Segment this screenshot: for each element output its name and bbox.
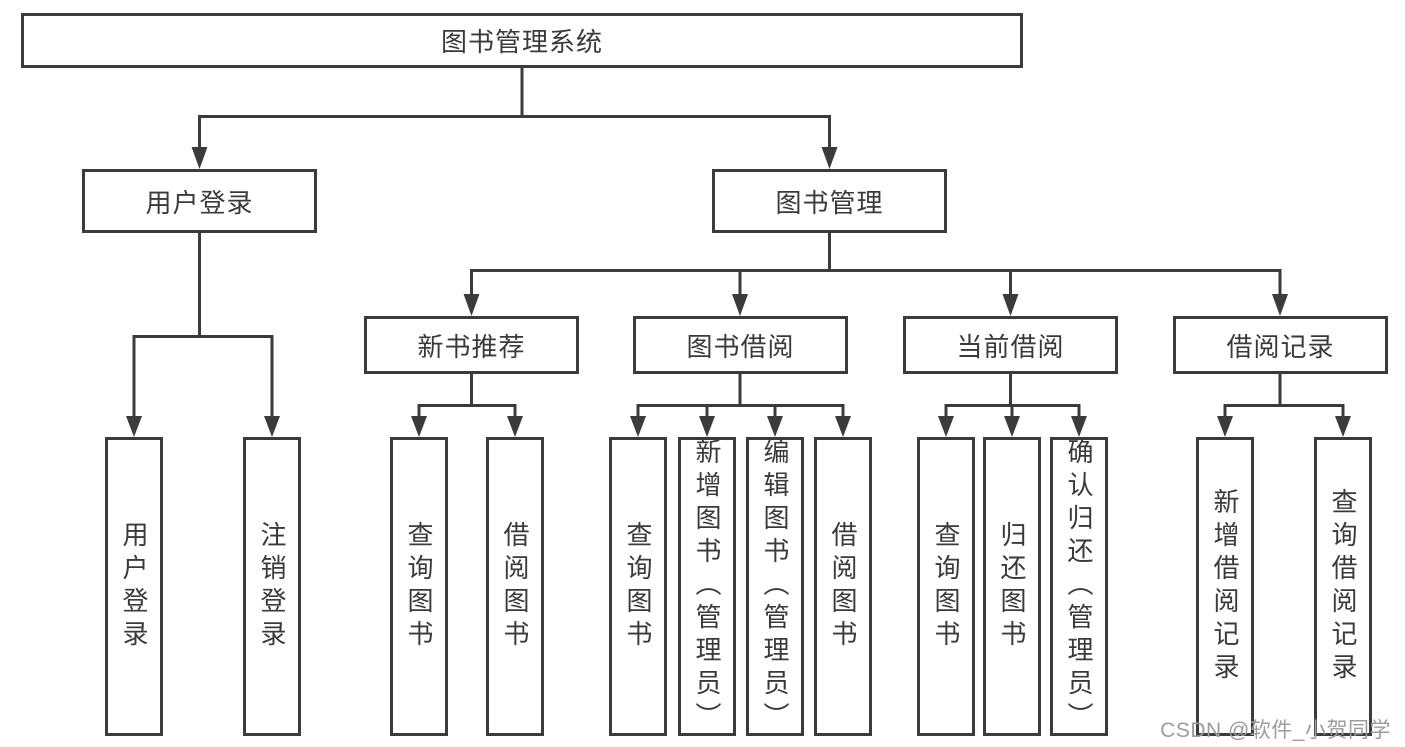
connector-root-to-level1 — [191, 66, 838, 169]
node-root-library-system: 图书管理系统 — [21, 13, 1023, 68]
leaf-label: 注销登录 — [257, 520, 287, 653]
node-label: 当前借阅 — [956, 331, 1065, 362]
leaf-label: 借阅图书 — [828, 520, 858, 653]
leaf-borrow-books: 借阅图书 — [814, 437, 872, 736]
leaf-label: 用户登录 — [119, 520, 149, 653]
node-current-borrow: 当前借阅 — [903, 316, 1118, 374]
leaf-borrow-books-recommend: 借阅图书 — [486, 437, 544, 736]
leaf-label: 借阅图书 — [500, 520, 530, 653]
leaf-label: 新增图书（管理员） — [692, 438, 722, 735]
node-label: 图书管理 — [775, 187, 884, 218]
leaf-add-books-admin: 新增图书（管理员） — [678, 437, 736, 736]
node-label: 用户登录 — [145, 187, 254, 218]
leaf-query-borrow-record: 查询借阅记录 — [1314, 437, 1372, 736]
leaf-label: 确认归还（管理员） — [1064, 438, 1094, 735]
leaf-query-books-current: 查询图书 — [917, 437, 975, 736]
leaf-label: 查询图书 — [623, 520, 653, 653]
node-borrow-records: 借阅记录 — [1173, 316, 1388, 374]
connector-book-management-to-level2 — [463, 233, 1288, 316]
node-label: 新书推荐 — [417, 331, 526, 362]
leaf-label: 新增借阅记录 — [1210, 487, 1240, 686]
node-book-management: 图书管理 — [712, 169, 947, 233]
leaf-edit-books-admin: 编辑图书（管理员） — [746, 437, 804, 736]
leaf-add-borrow-record: 新增借阅记录 — [1196, 437, 1254, 736]
leaf-return-books: 归还图书 — [983, 437, 1041, 736]
connector-user-login-to-leaves — [126, 233, 280, 437]
node-new-book-recommend: 新书推荐 — [364, 316, 579, 374]
leaf-label: 查询图书 — [931, 520, 961, 653]
leaf-user-login: 用户登录 — [105, 437, 163, 736]
node-user-login: 用户登录 — [82, 169, 317, 233]
leaf-label: 查询图书 — [404, 520, 434, 653]
leaf-label: 归还图书 — [997, 520, 1027, 653]
leaf-confirm-return-admin: 确认归还（管理员） — [1050, 437, 1108, 736]
connector-new-book-to-leaves — [411, 374, 523, 437]
node-book-borrow: 图书借阅 — [633, 316, 848, 374]
leaf-query-books-borrow: 查询图书 — [609, 437, 667, 736]
connector-book-borrow-to-leaves — [630, 374, 851, 437]
leaf-label: 编辑图书（管理员） — [760, 438, 790, 735]
leaf-label: 查询借阅记录 — [1328, 487, 1358, 686]
leaf-query-books-recommend: 查询图书 — [390, 437, 448, 736]
watermark: CSDN @软件_小贺同学 — [1160, 719, 1391, 742]
connector-borrow-records-to-leaves — [1217, 374, 1351, 437]
node-label: 图书借阅 — [686, 331, 795, 362]
connector-current-borrow-to-leaves — [938, 374, 1087, 437]
node-label: 图书管理系统 — [440, 27, 603, 57]
leaf-logout: 注销登录 — [243, 437, 301, 736]
node-label: 借阅记录 — [1226, 331, 1335, 362]
